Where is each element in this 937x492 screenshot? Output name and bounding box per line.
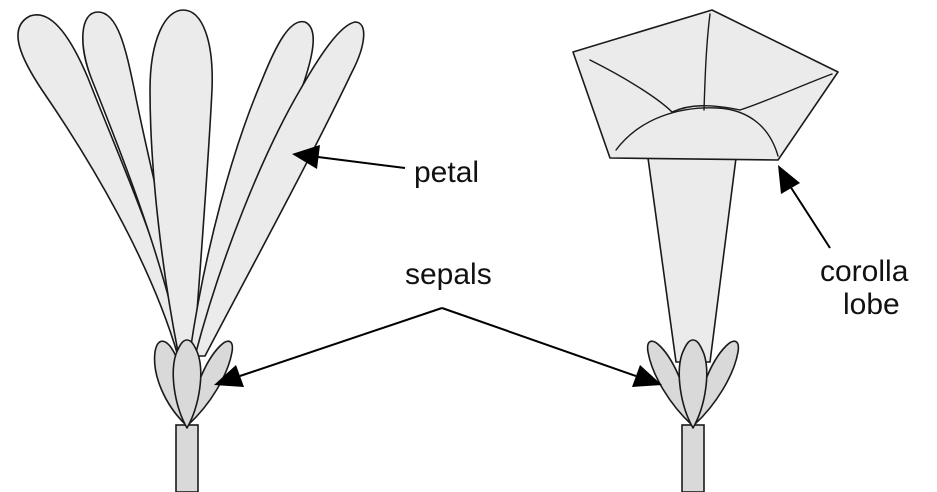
corolla-arrowhead [778, 165, 800, 194]
sepals-arrow-left-line [240, 308, 442, 376]
flower-separate-petals [18, 10, 364, 492]
sepals-arrow-right-line [442, 308, 636, 376]
label-corolla: corolla [820, 255, 909, 288]
corolla-tube [648, 158, 736, 362]
flower-fused-corolla [573, 10, 838, 492]
stem-left [176, 425, 198, 492]
label-sepals: sepals [405, 258, 492, 291]
label-lobe: lobe [843, 288, 900, 321]
corolla-arrow-line [790, 186, 830, 248]
stem-right [682, 425, 704, 492]
petal-arrow-line [318, 157, 405, 168]
label-petal: petal [414, 156, 479, 189]
